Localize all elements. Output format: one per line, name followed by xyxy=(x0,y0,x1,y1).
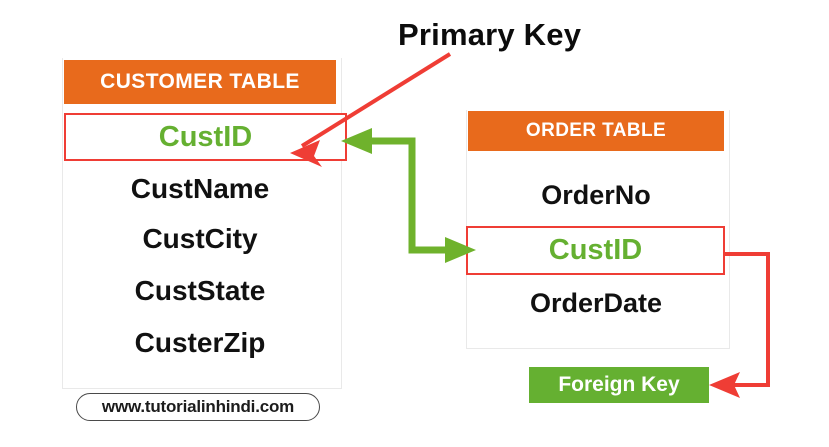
primary-key-label: Primary Key xyxy=(398,17,582,52)
customer-table-header: CUSTOMER TABLE xyxy=(64,60,336,104)
order-field-orderno: OrderNo xyxy=(541,179,651,210)
customer-field-custerzip: CusterZip xyxy=(134,327,266,358)
order-table-header: ORDER TABLE xyxy=(468,111,724,151)
foreign-key-badge: Foreign Key xyxy=(529,367,709,403)
relationship-connector-arrow xyxy=(341,128,476,263)
customer-field-custcity: CustCity xyxy=(142,223,258,254)
customer-field-custstate: CustState xyxy=(134,275,266,306)
customer-field-custname: CustName xyxy=(130,173,270,204)
watermark-url: www.tutorialinhindi.com xyxy=(76,393,320,421)
order-field-custid-foreign-key[interactable]: CustID xyxy=(466,226,725,275)
order-field-orderdate: OrderDate xyxy=(529,287,663,318)
customer-field-custid-primary-key[interactable]: CustID xyxy=(64,113,347,161)
